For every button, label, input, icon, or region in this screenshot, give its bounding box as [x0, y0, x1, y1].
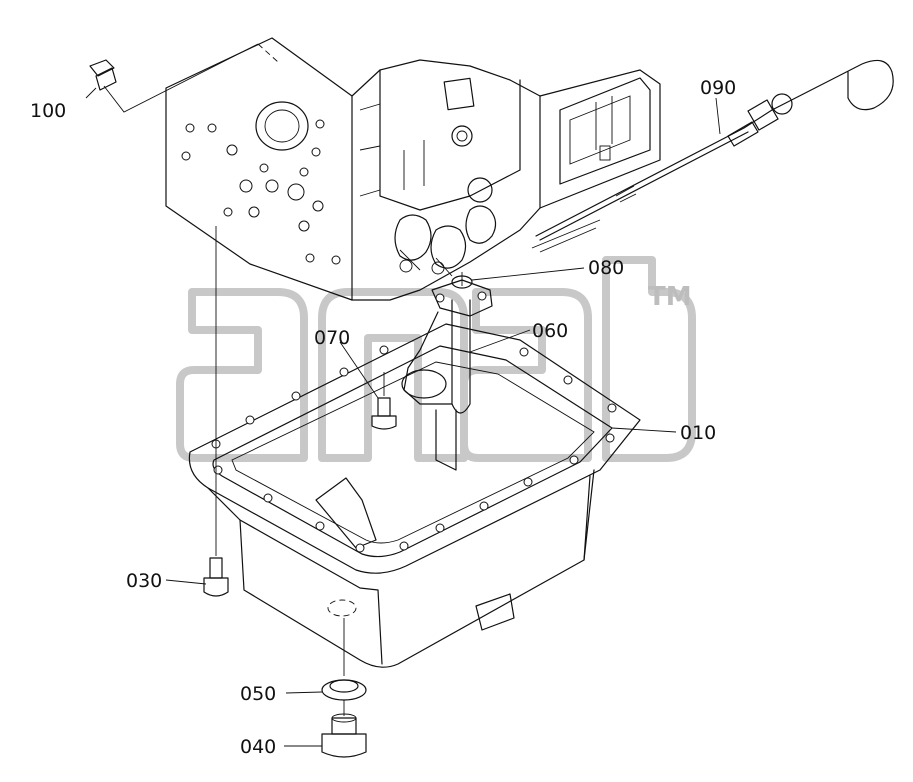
assembly-lines: [103, 43, 463, 716]
label-050: 050: [240, 683, 276, 705]
part-labels: 100 090 080 060 070 010 030 050 040: [30, 77, 736, 758]
drain-plug-040: [321, 713, 367, 758]
label-090: 090: [700, 77, 736, 99]
bolt-030: [203, 557, 229, 597]
plate-holes: [181, 119, 341, 265]
label-060: 060: [532, 320, 568, 342]
washer-050: [321, 679, 367, 701]
label-040: 040: [240, 736, 276, 758]
flange-bolt-holes: [211, 345, 617, 553]
label-010: 010: [680, 422, 716, 444]
plug-100: [89, 59, 117, 91]
watermark-trademark: TM: [648, 282, 692, 312]
label-100: 100: [30, 100, 66, 122]
leader-lines: [85, 87, 721, 747]
bolt-070: [371, 397, 397, 430]
label-080: 080: [588, 257, 624, 279]
watermark-logo: TM: [176, 256, 696, 462]
label-070: 070: [314, 327, 350, 349]
label-030: 030: [126, 570, 162, 592]
dipstick: [535, 59, 894, 241]
engine-block: [165, 37, 661, 301]
oil-pan: [188, 323, 641, 668]
